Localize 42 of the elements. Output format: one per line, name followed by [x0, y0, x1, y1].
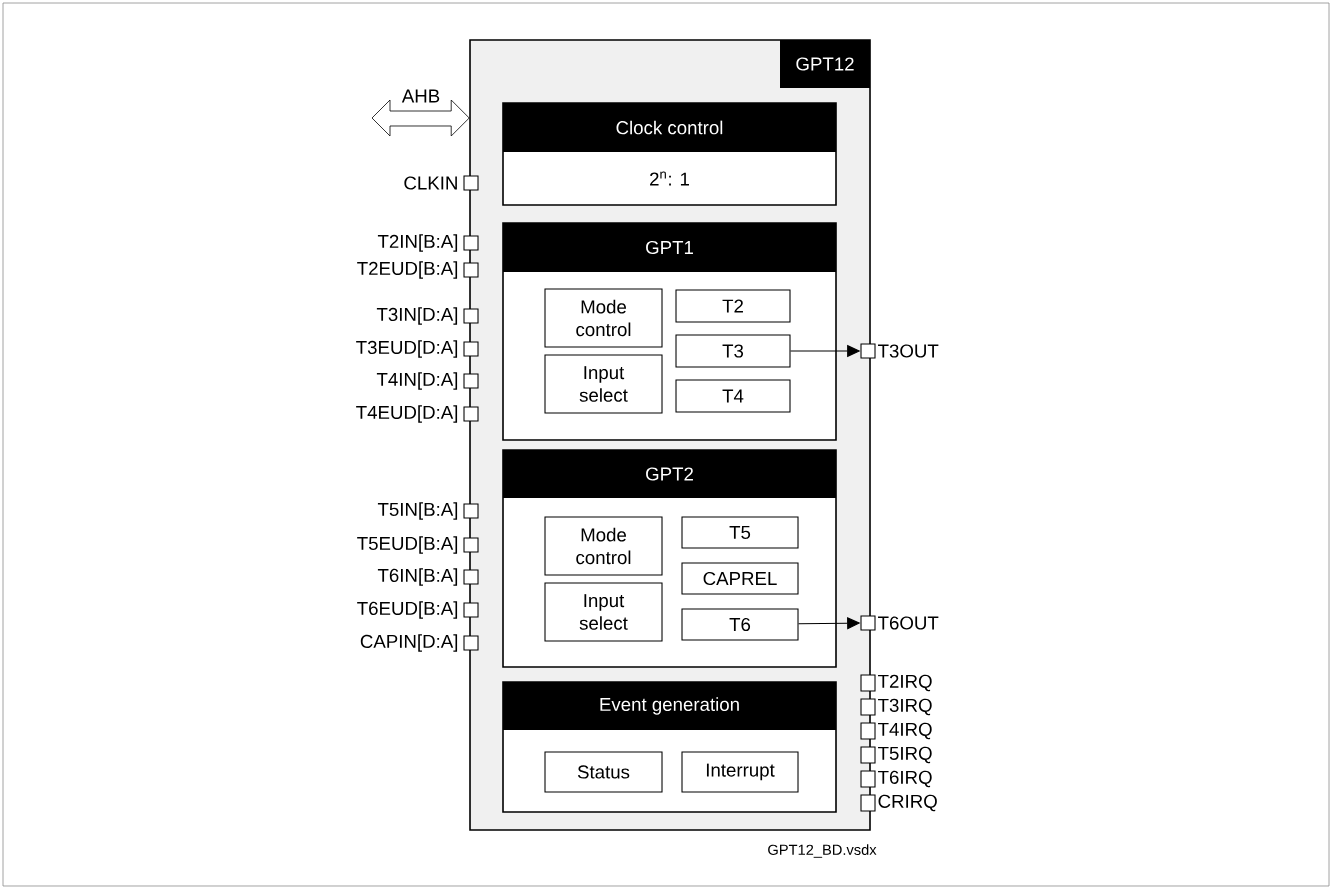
function-box: T5 — [681, 516, 799, 549]
pin-label: T3IN[D:A] — [376, 307, 458, 325]
pin-label: T4IRQ — [878, 722, 932, 740]
pin-label: T2IRQ — [878, 674, 932, 692]
function-box: Mode control — [544, 516, 663, 576]
function-box: T4 — [675, 379, 791, 413]
file-name: GPT12_BD.vsdx — [768, 844, 877, 858]
function-box: Interrupt — [681, 751, 799, 793]
block-box — [502, 102, 837, 206]
pin-label: T4EUD[D:A] — [356, 405, 458, 423]
pin-label: T5EUD[B:A] — [357, 536, 458, 554]
pin-label: T5IRQ — [878, 746, 932, 764]
pin-label: T6IN[B:A] — [377, 568, 458, 586]
pin-label: CAPIN[D:A] — [360, 634, 458, 652]
pin-label: T2EUD[B:A] — [357, 261, 458, 279]
pin-label: T6OUT — [878, 616, 939, 630]
pin-label: T6EUD[B:A] — [357, 601, 458, 619]
ratio-text: 2$^{n}$: 1 — [650, 171, 689, 186]
pin-label: CLKIN — [404, 176, 457, 190]
pin-label: T3IRQ — [878, 698, 932, 716]
pin-label: T5IN[B:A] — [377, 502, 458, 520]
pin-label: T4IN[D:A] — [376, 372, 458, 390]
bus-arrow — [371, 99, 470, 137]
heading-band: GPT2 — [503, 450, 836, 498]
function-box: Status — [544, 751, 663, 793]
function-box: T6 — [681, 608, 799, 641]
heading-band: GPT1 — [503, 223, 836, 272]
heading-band: Event generation — [503, 682, 836, 730]
pin-label: CRIRQ — [878, 794, 937, 812]
pin-label: T6IRQ — [878, 770, 932, 788]
function-box: Input select — [544, 582, 663, 642]
pin-label: T3EUD[D:A] — [356, 340, 458, 358]
function-box: T3 — [675, 334, 791, 368]
pin-label: T2IN[B:A] — [377, 234, 458, 252]
function-box: Mode control — [544, 288, 663, 348]
heading-tab: GPT12 — [780, 40, 870, 88]
pin-label: T3OUT — [878, 344, 939, 358]
function-box: CAPREL — [681, 562, 799, 595]
function-box: T2 — [675, 289, 791, 323]
edge-label: AHB — [401, 89, 440, 103]
heading-band: Clock control — [503, 103, 836, 152]
function-box: Input select — [544, 354, 663, 414]
